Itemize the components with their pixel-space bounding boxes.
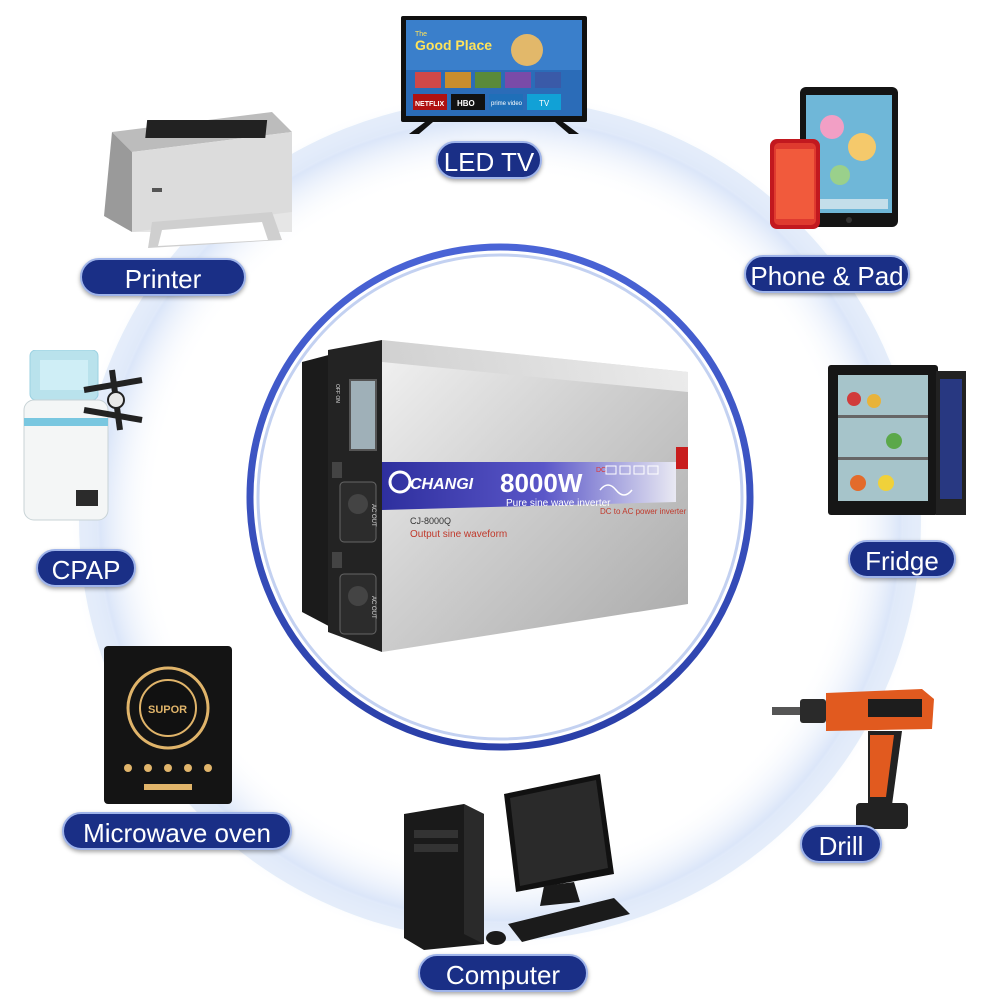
- computer-label: Computer: [418, 954, 588, 992]
- ac-out-label-2: AC OUT: [370, 596, 376, 619]
- printer-label: Printer: [80, 258, 246, 296]
- fridge-image: [828, 365, 966, 515]
- dc-label: DC: [596, 467, 606, 474]
- phone-pad-image: [770, 87, 898, 229]
- computer-image: [404, 774, 630, 950]
- cooktop-image: SUPOR: [104, 646, 232, 804]
- tv-tile-netflix: NETFLIX: [415, 101, 444, 108]
- tv-tile-tv: TV: [539, 99, 550, 108]
- drill-image: [772, 689, 934, 829]
- off-on-label: OFF ON: [334, 384, 340, 403]
- cooktop-brand: SUPOR: [148, 704, 187, 716]
- tv-show-title-line2: Good Place: [415, 37, 492, 53]
- tv-tile-prime: prime video: [491, 101, 523, 107]
- cpap-label: CPAP: [36, 549, 136, 587]
- cpap-image: [23, 350, 143, 521]
- power-rating: 8000W: [500, 468, 583, 498]
- ac-out-label-1: AC OUT: [370, 504, 376, 527]
- tv-image: The Good Place NETFLIX HBO prime video T…: [401, 16, 587, 134]
- printer-image: [104, 112, 292, 248]
- inverter-image: CHANGI 8000W DC Pure sine wave inverter …: [302, 340, 688, 652]
- drill-label: Drill: [800, 825, 882, 863]
- output-text: Output sine waveform: [410, 529, 507, 540]
- fridge-label: Fridge: [848, 540, 956, 578]
- brand-name: CHANGI: [410, 476, 474, 493]
- conversion-text: DC to AC power inverter: [600, 507, 687, 516]
- led-tv-label: LED TV: [436, 141, 542, 179]
- tv-show-title-line1: The: [415, 31, 427, 38]
- model-number: CJ-8000Q: [410, 516, 451, 526]
- phone-pad-label: Phone & Pad: [744, 255, 910, 293]
- microwave-label: Microwave oven: [62, 812, 292, 850]
- tv-tile-hbo: HBO: [457, 99, 475, 108]
- inverter-subtitle: Pure sine wave inverter: [506, 498, 611, 509]
